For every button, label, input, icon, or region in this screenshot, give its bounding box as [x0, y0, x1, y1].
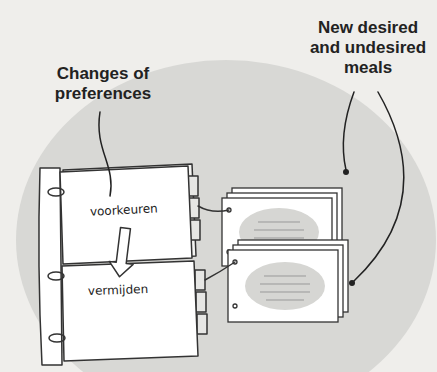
ring: [48, 272, 64, 280]
annotation-label: Changes of preferences: [43, 64, 163, 104]
page-label: voorkeuren: [85, 199, 165, 225]
leader-dot: [349, 280, 355, 286]
tab: [197, 314, 207, 334]
page-title: vermijden: [88, 282, 151, 298]
card-stack-bottom: [228, 240, 348, 322]
leader-line: [99, 112, 111, 196]
page-label: vermijden: [84, 280, 156, 303]
ring: [48, 188, 64, 196]
leader-line: [343, 92, 354, 170]
annotation-label: New desired and undesired meals: [303, 18, 433, 78]
tab: [195, 270, 205, 290]
card-lines: [260, 276, 310, 300]
leader-line: [353, 92, 404, 282]
leader-dot: [343, 169, 349, 175]
change-arrow: [109, 227, 133, 276]
card-ellipse: [245, 262, 325, 310]
card-hole: [233, 304, 237, 308]
binder: [39, 164, 207, 365]
ring: [49, 334, 65, 342]
card-string: [205, 262, 235, 280]
tab: [196, 292, 206, 312]
page-bottom: [62, 261, 198, 361]
strings: [198, 206, 235, 280]
backdrop-blob: [16, 60, 436, 372]
card: [228, 250, 338, 322]
leader-lines: [99, 92, 404, 282]
page-title: voorkeuren: [90, 201, 162, 219]
card-string: [198, 206, 229, 211]
